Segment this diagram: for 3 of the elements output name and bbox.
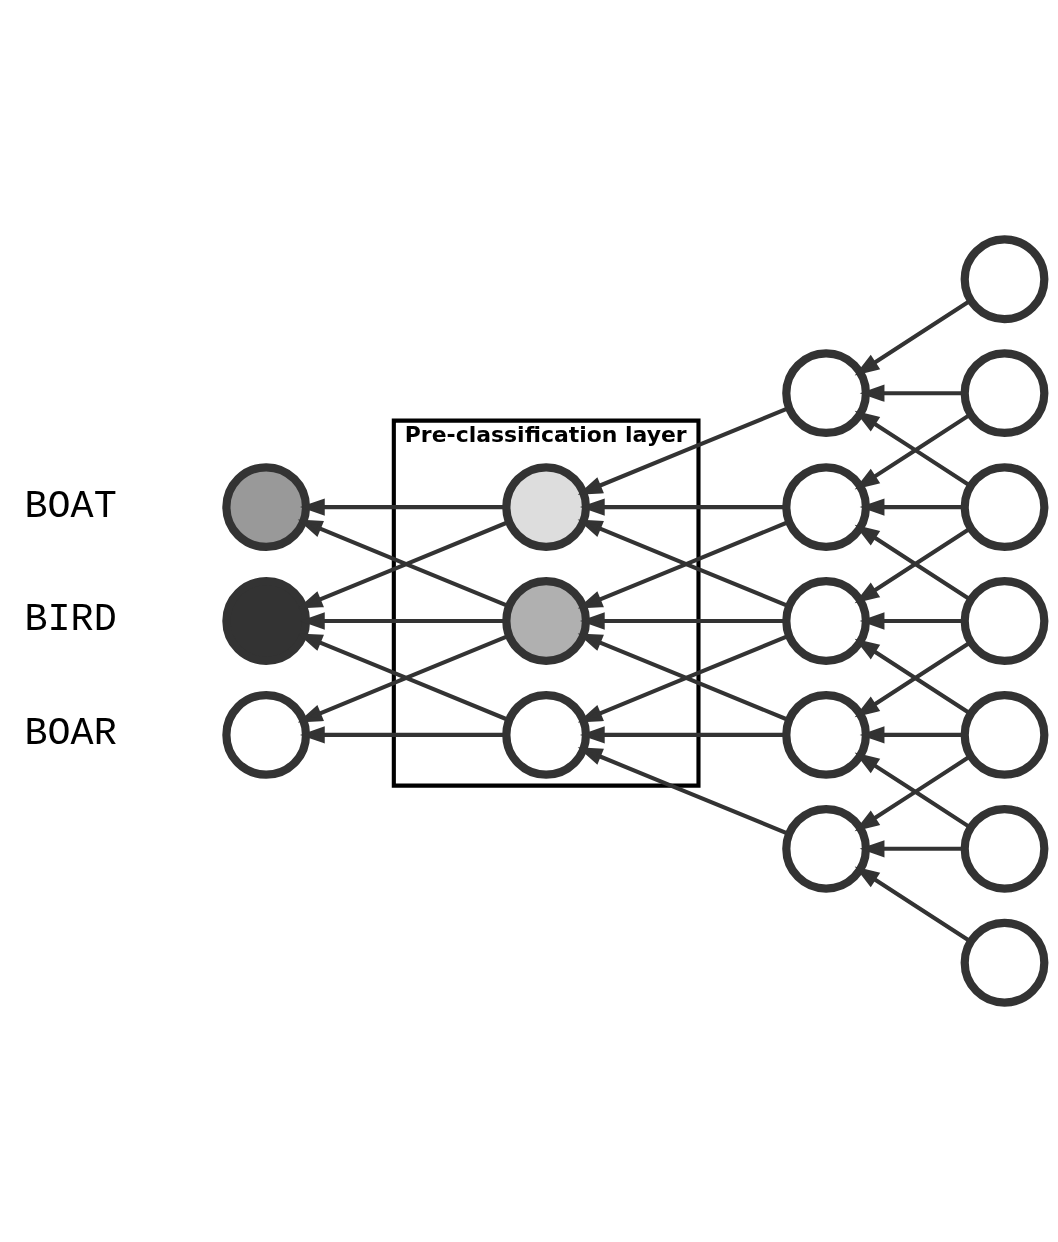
node-label: BIRD	[24, 598, 117, 643]
node-label: BOAT	[24, 484, 117, 529]
node-label: BOAR	[24, 712, 117, 757]
